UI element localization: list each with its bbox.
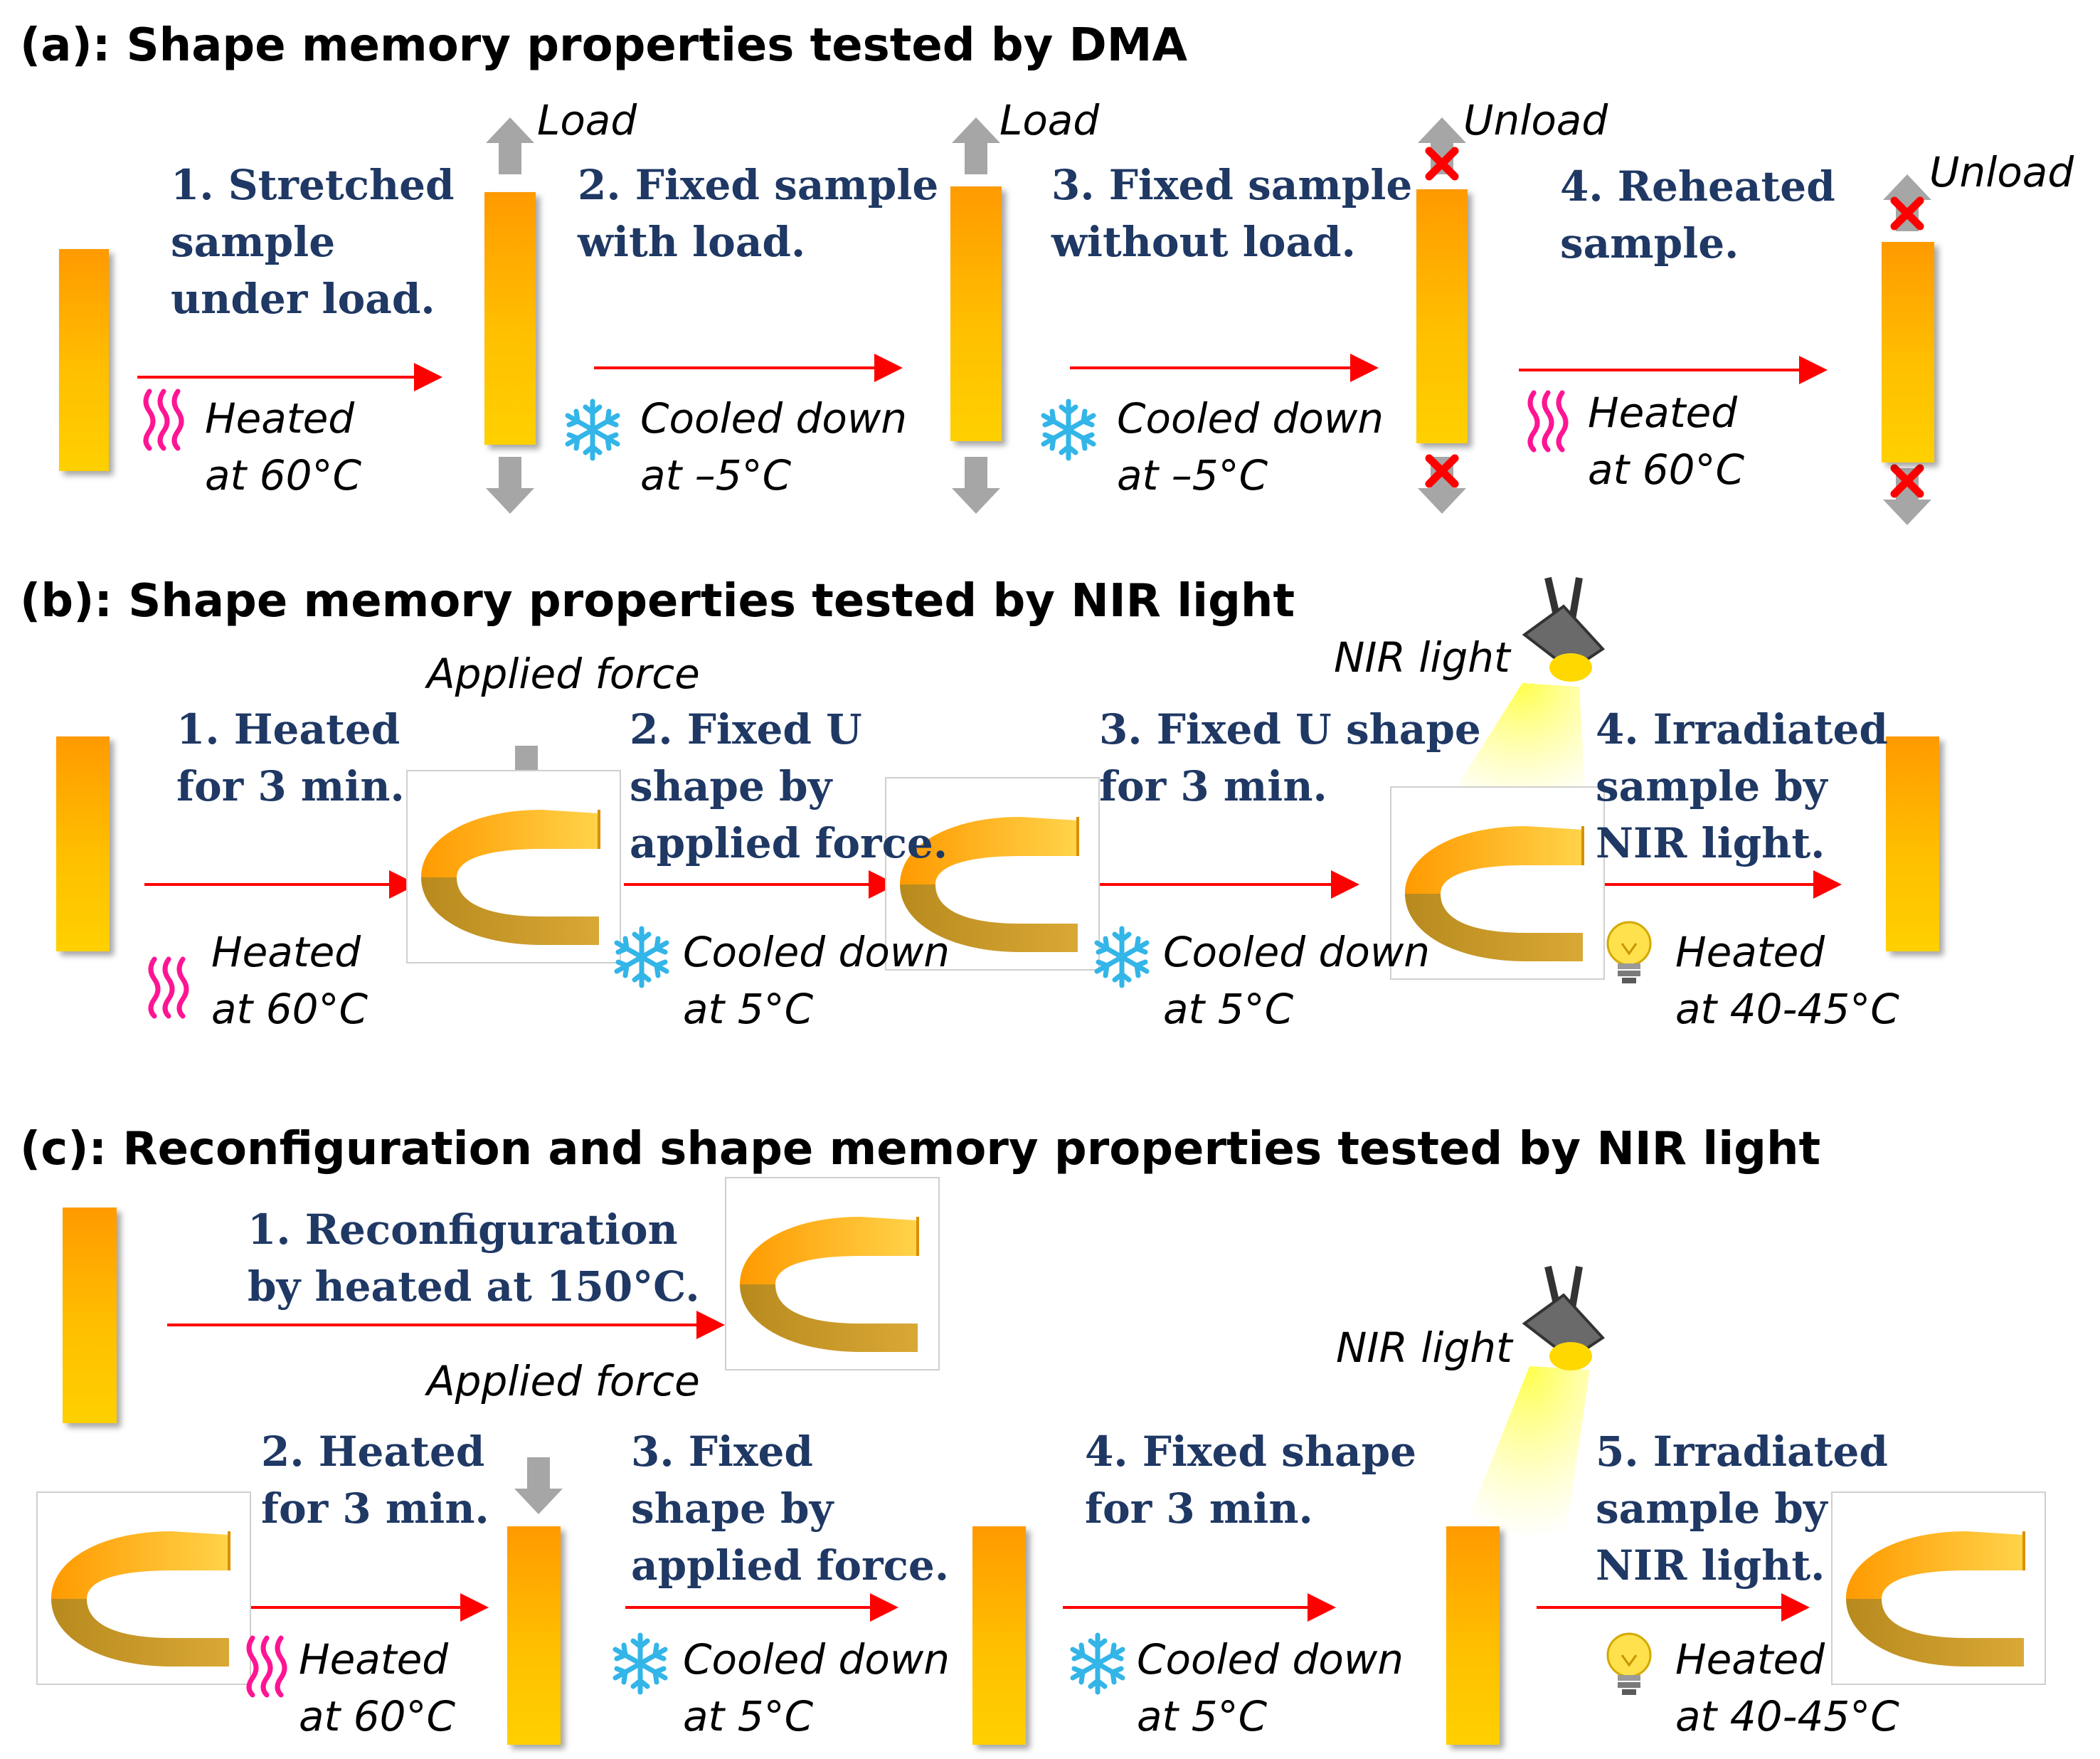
condition-c2: Cooled down at 5°C <box>683 1635 950 1740</box>
load-down-arrow-1 <box>486 457 534 514</box>
sample-bar-c2 <box>507 1526 561 1745</box>
nir-light-label-c: NIR light <box>1336 1324 1512 1372</box>
applied-force-label-b: Applied force <box>427 650 700 698</box>
step-c4: 4. Fixed shape for 3 min. <box>1085 1427 1417 1533</box>
step-a1: 1. Stretched sample under load. <box>171 161 455 323</box>
heat-wave-icon <box>151 959 186 1016</box>
condition-a1: Heated at 60°C <box>205 394 362 500</box>
nir-light-label-b: NIR light <box>1334 633 1510 682</box>
condition-a3: Cooled down at –5°C <box>1117 394 1384 500</box>
step-a2: 2. Fixed sample with load. <box>578 161 939 266</box>
unload-label-2: Unload <box>1929 148 2074 196</box>
sample-bar-b0 <box>56 736 110 951</box>
sample-bar-a4 <box>1882 242 1934 463</box>
sample-bar-a0 <box>59 249 109 471</box>
u-shape-c2 <box>36 1491 252 1686</box>
step-c3: 3. Fixed shape by applied force. <box>631 1427 950 1590</box>
load-label-2: Load <box>999 96 1100 144</box>
step-b2: 2. Fixed U shape by applied force. <box>630 705 948 867</box>
lightbulb-icon <box>1606 921 1652 985</box>
snowflake-icon <box>1097 929 1147 986</box>
panel-a-title: (a): Shape memory properties tested by D… <box>20 19 1187 72</box>
unload-down-arrow-1 <box>1418 457 1466 514</box>
unload-label-1: Unload <box>1463 96 1608 144</box>
step-c1: 1. Reconfiguration by heated at 150°C. <box>248 1205 700 1311</box>
condition-c1: Heated at 60°C <box>299 1635 456 1740</box>
panel-c-arrows <box>167 1311 1810 1622</box>
sample-bar-a3 <box>1416 189 1468 443</box>
snowflake-icon <box>568 401 617 458</box>
heat-wave-icon <box>146 391 181 448</box>
step-b4: 4. Irradiated sample by NIR light. <box>1596 705 1888 867</box>
step-a4: 4. Reheated sample. <box>1560 162 1835 268</box>
condition-b2: Cooled down at 5°C <box>683 928 950 1033</box>
condition-b3: Cooled down at 5°C <box>1163 928 1431 1033</box>
condition-c3: Cooled down at 5°C <box>1137 1635 1404 1740</box>
condition-b4: Heated at 40-45°C <box>1675 928 1899 1033</box>
applied-force-label-c: Applied force <box>427 1357 700 1405</box>
condition-a4: Heated at 60°C <box>1588 389 1745 494</box>
force-arrow-c <box>514 1457 563 1514</box>
sample-bar-a2 <box>950 186 1002 441</box>
light-beam-b <box>1455 683 1586 815</box>
panel-c-title: (c): Reconfiguration and shape memory pr… <box>20 1123 1821 1176</box>
condition-b1: Heated at 60°C <box>211 928 368 1033</box>
lightbulb-icon <box>1606 1632 1652 1696</box>
sample-bar-c4 <box>1446 1526 1500 1745</box>
step-b1: 1. Heated for 3 min. <box>176 705 405 810</box>
snowflake-icon <box>617 929 667 986</box>
snowflake-icon <box>615 1635 665 1692</box>
panel-a-arrows <box>137 354 1828 391</box>
step-c5: 5. Irradiated sample by NIR light. <box>1596 1427 1888 1590</box>
condition-c4: Heated at 40-45°C <box>1675 1635 1899 1740</box>
load-up-arrow-2 <box>952 117 1000 174</box>
unload-up-arrow-2 <box>1883 174 1931 231</box>
u-shape-b1 <box>405 769 622 964</box>
spotlight-icon <box>1524 1267 1603 1370</box>
snowflake-icon <box>1073 1635 1123 1692</box>
snowflake-icon <box>1044 401 1093 458</box>
u-shape-c1 <box>724 1176 940 1371</box>
step-c2: 2. Heated for 3 min. <box>261 1427 489 1533</box>
load-up-arrow-1 <box>486 117 534 174</box>
light-beam-c <box>1465 1366 1590 1541</box>
sample-bar-c3 <box>972 1526 1026 1745</box>
sample-bar-b5 <box>1886 736 1939 951</box>
load-down-arrow-2 <box>952 457 1000 514</box>
heat-wave-icon <box>1530 393 1566 450</box>
load-label-1: Load <box>537 96 637 144</box>
panel-b-title: (b): Shape memory properties tested by N… <box>20 575 1295 628</box>
heat-wave-icon <box>249 1638 285 1695</box>
sample-bar-c0 <box>63 1208 117 1423</box>
step-a3: 3. Fixed sample without load. <box>1051 161 1413 266</box>
condition-a2: Cooled down at –5°C <box>640 394 908 500</box>
spotlight-icon <box>1524 578 1603 682</box>
step-b3: 3. Fixed U shape for 3 min. <box>1099 705 1481 810</box>
sample-bar-a1 <box>484 192 536 445</box>
